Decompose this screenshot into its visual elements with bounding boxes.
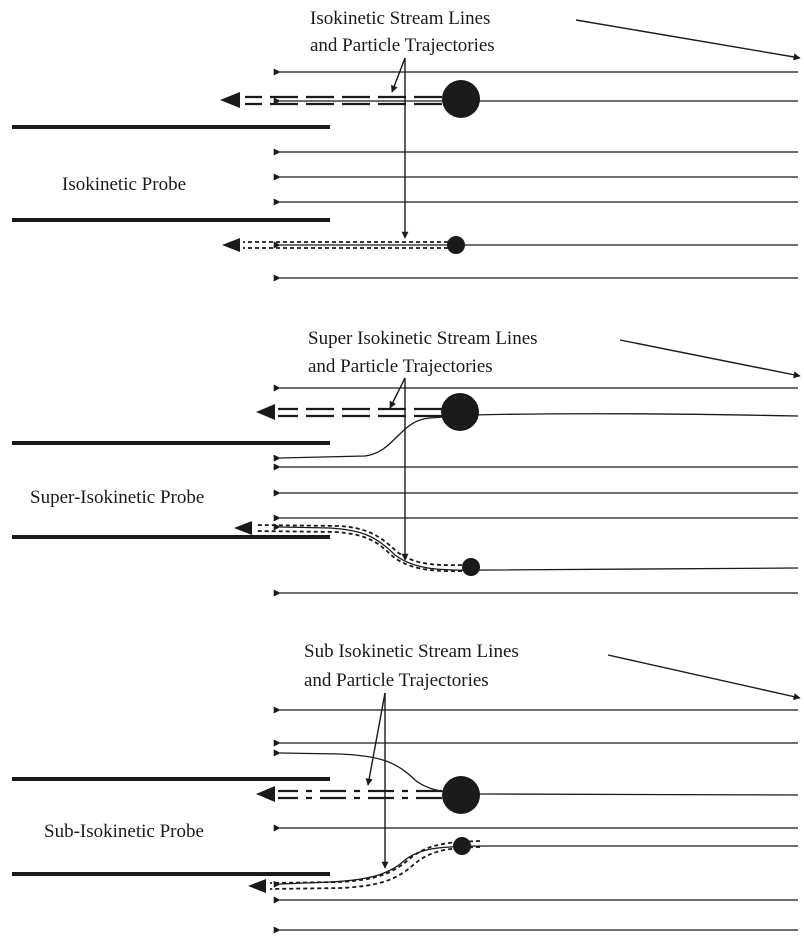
trajectory-arrowhead <box>234 521 252 535</box>
small-particle <box>462 558 480 576</box>
streamline-curved <box>273 523 799 571</box>
small-particle <box>453 837 471 855</box>
streamline-curved <box>273 413 799 462</box>
streamline-curved <box>273 749 799 796</box>
sub-probe-label: Sub-Isokinetic Probe <box>44 821 204 842</box>
annotation-pointer-arrow <box>575 19 801 61</box>
trajectory-arrowhead <box>256 786 275 802</box>
super-probe-label: Super-Isokinetic Probe <box>30 487 204 508</box>
large-particle <box>442 80 480 118</box>
super-annotation-line1: Super Isokinetic Stream Lines <box>308 328 538 349</box>
panel-sub-isokinetic: Sub Isokinetic Stream Lines and Particle… <box>12 641 801 934</box>
small-particle <box>447 236 465 254</box>
trajectory-arrowhead <box>256 404 275 420</box>
small-particle-trajectory <box>269 846 481 890</box>
trajectory-arrowhead <box>220 92 240 108</box>
small-particle-trajectory <box>254 524 463 567</box>
large-particle <box>442 776 480 814</box>
small-particle-trajectory <box>254 530 463 573</box>
isokinetic-annotation-line1: Isokinetic Stream Lines <box>310 8 490 29</box>
sub-annotation-line2: and Particle Trajectories <box>304 670 489 691</box>
trajectory-arrowhead <box>222 238 240 252</box>
sub-annotation-line1: Sub Isokinetic Stream Lines <box>304 641 519 662</box>
trajectory-arrowhead <box>248 879 266 893</box>
annotation-pointer-arrow <box>389 377 406 409</box>
panel-super-isokinetic: Super Isokinetic Stream Lines and Partic… <box>12 328 801 597</box>
large-particle <box>441 393 479 431</box>
isokinetic-annotation-line2: and Particle Trajectories <box>310 35 495 56</box>
annotation-pointer-arrow <box>619 339 801 379</box>
panel-isokinetic: Isokinetic Stream Lines and Particle Tra… <box>12 8 801 282</box>
annotation-pointer-arrow <box>607 654 801 701</box>
annotation-pointer-arrow <box>365 692 386 786</box>
streamline-curved <box>273 845 798 888</box>
annotation-pointer-arrow <box>390 57 406 93</box>
super-annotation-line2: and Particle Trajectories <box>308 356 493 377</box>
isokinetic-probe-label: Isokinetic Probe <box>62 174 186 195</box>
small-particle-trajectory <box>269 840 481 884</box>
